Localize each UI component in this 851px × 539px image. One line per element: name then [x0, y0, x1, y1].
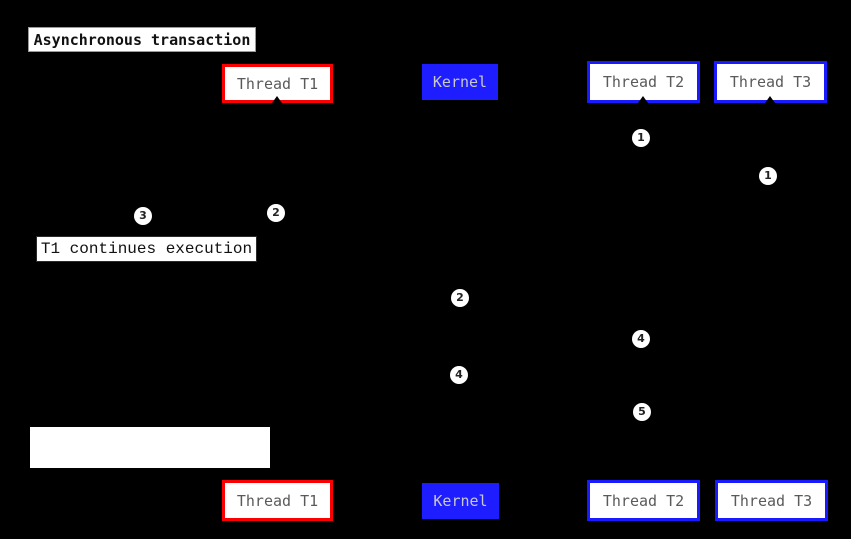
step-marker-3-thread-t1: 3: [134, 207, 152, 225]
lifeline-arrowhead-t1-top: [272, 96, 282, 103]
diagram-title: Asynchronous transaction: [28, 27, 256, 52]
lifeline-arrowhead-t1-bottom: [272, 476, 282, 483]
participant-thread-t3-bottom: Thread T3: [715, 480, 828, 521]
step-marker-2-thread-t1: 2: [267, 204, 285, 222]
step-marker-5-thread-t2: 5: [633, 403, 651, 421]
participant-kernel-top: Kernel: [422, 64, 498, 100]
participant-thread-t2-bottom: Thread T2: [587, 480, 700, 521]
step-marker-1-thread-t2: 1: [632, 129, 650, 147]
step-marker-4-kernel: 4: [450, 366, 468, 384]
step-marker-4-thread-t2: 4: [632, 330, 650, 348]
lifeline-arrowhead-t3-bottom: [766, 476, 776, 483]
participant-thread-t1-bottom: Thread T1: [222, 480, 333, 521]
note-t1-continues-execution: T1 continues execution: [36, 236, 257, 262]
participant-kernel-bottom: Kernel: [422, 483, 499, 519]
lifeline-arrowhead-t2-bottom: [638, 476, 648, 483]
step-marker-1-thread-t3: 1: [759, 167, 777, 185]
step-marker-2-kernel: 2: [451, 289, 469, 307]
lifeline-arrowhead-t2-top: [638, 96, 648, 103]
blank-note-box: [30, 427, 270, 468]
lifeline-arrowhead-t3-top: [765, 96, 775, 103]
